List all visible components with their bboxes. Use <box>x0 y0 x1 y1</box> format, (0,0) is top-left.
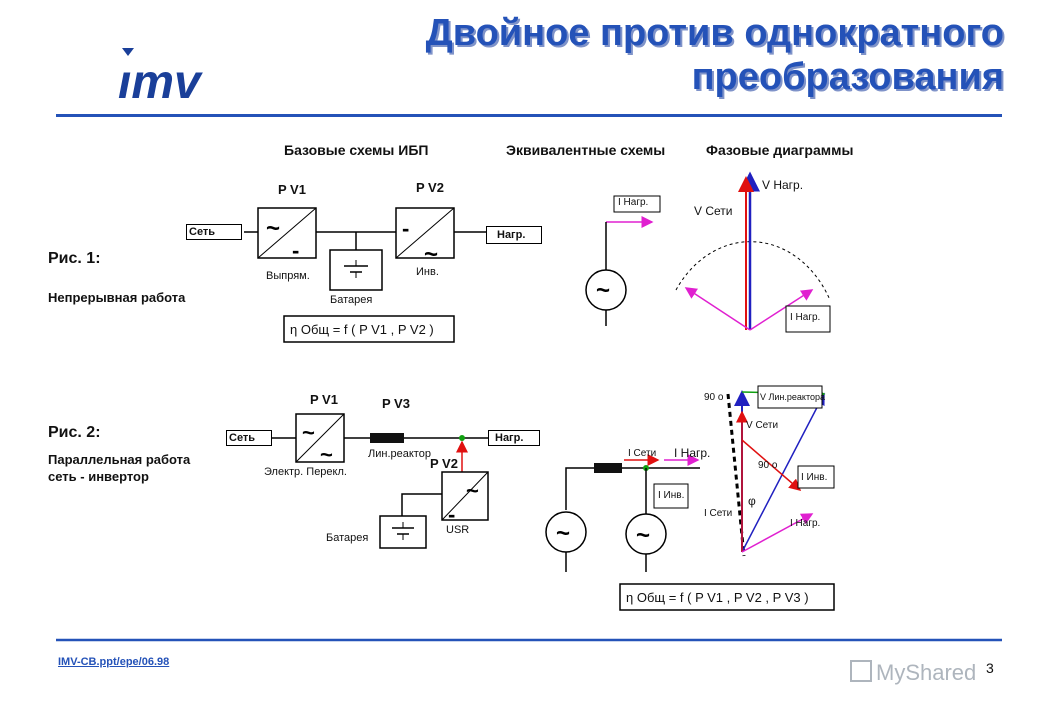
svg-text:-: - <box>402 216 409 241</box>
svg-text:~: ~ <box>320 442 333 467</box>
fig2-angle-mid: 90 o <box>758 460 778 471</box>
switch-label: Электр. Перекл. <box>264 466 347 478</box>
fig2-subtitle-line2: сеть - инвертор <box>48 469 149 484</box>
col-head-schemes: Базовые схемы ИБП <box>284 142 429 158</box>
svg-text:~: ~ <box>424 241 438 268</box>
fig1-eq-iload: I Нагр. <box>618 197 649 208</box>
svg-text:~: ~ <box>636 522 650 549</box>
fig2-vgrid-label: V Сети <box>746 420 779 431</box>
svg-text:-: - <box>292 238 299 263</box>
fig2-angle-top: 90 o <box>704 392 724 403</box>
fig2-basic-scheme: ~ ~ ~ - <box>272 413 489 549</box>
col-head-phasor: Фазовые диаграммы <box>706 142 854 158</box>
imv-logo: ımv <box>100 40 250 110</box>
fig1-load-box: Нагр. <box>486 226 542 244</box>
fig1-basic-scheme: ~ - - ~ <box>244 207 486 343</box>
fig2-eta-formula: η Общ = f ( P V1 , P V2 , P V3 ) <box>626 590 809 605</box>
fig1-subtitle: Непрерывная работа <box>48 290 186 305</box>
fig2-subtitle-line1: Параллельная работа <box>48 452 191 467</box>
fig2-pv1-label: P V1 <box>310 392 338 407</box>
fig1-vload-label: V Нагр. <box>762 178 804 192</box>
svg-text:ımv: ımv <box>118 56 203 109</box>
title-underline <box>56 114 1002 117</box>
footer-ref-link[interactable]: IMV-CB.ppt/epe/06.98 <box>58 656 170 668</box>
fig2-eq-iload: I Нагр. <box>674 446 711 460</box>
fig2-grid-box: Сеть <box>226 430 272 446</box>
fig2-battery-block <box>379 515 427 549</box>
fig2-pv3-label: P V3 <box>382 396 410 411</box>
fig1-title: Рис. 1: <box>48 250 101 267</box>
svg-text:~: ~ <box>302 420 315 445</box>
inverter-label: Инв. <box>416 266 439 278</box>
fig2-phasor-iload: I Нагр. <box>790 518 821 529</box>
svg-text:~: ~ <box>596 277 610 304</box>
svg-text:~: ~ <box>266 215 280 242</box>
fig2-phasor-iinv: I Инв. <box>801 472 828 483</box>
col-head-equivalent: Эквивалентные схемы <box>506 142 666 158</box>
slide-title-line2: преобразования <box>691 56 1004 98</box>
reactor-label: Лин.реактор <box>368 448 431 460</box>
fig1-phasor-iload: I Нагр. <box>790 312 821 323</box>
svg-text:~: ~ <box>556 520 570 547</box>
watermark-text: MyShared <box>876 660 977 685</box>
watermark-icon <box>850 660 872 682</box>
fig2-eq-iinv: I Инв. <box>658 490 685 501</box>
fig2-phasor-diagram <box>726 385 835 557</box>
line-reactor-block <box>370 433 404 443</box>
fig2-title: Рис. 2: <box>48 424 101 441</box>
fig1-battery-label: Батарея <box>330 294 373 306</box>
svg-text:-: - <box>448 502 455 527</box>
fig1-phasor-diagram <box>675 171 831 333</box>
rectifier-label: Выпрям. <box>266 270 310 282</box>
usr-label: USR <box>446 524 470 536</box>
watermark: MyShared <box>850 660 976 686</box>
fig2-load-box: Нагр. <box>488 430 540 446</box>
fig2-battery-label: Батарея <box>326 532 369 544</box>
svg-text:~: ~ <box>466 478 479 503</box>
fig1-pv2-label: P V2 <box>416 180 444 195</box>
fig2-vreactor-label: V Лин.реактора <box>760 392 825 402</box>
fig1-vgrid-label: V Сети <box>694 204 733 218</box>
fig2-phasor-igrid: I Сети <box>704 508 733 519</box>
fig2-phi-label: φ <box>748 494 756 508</box>
fig2-eta-box <box>619 583 835 611</box>
imv-logo-graphic: ımv <box>118 48 203 109</box>
fig2-eq-igrid: I Сети <box>628 448 657 459</box>
battery-block <box>329 249 383 291</box>
fig2-pv2-label: P V2 <box>430 456 458 471</box>
fig1-equivalent-circuit: ~ <box>585 195 661 326</box>
fig2-equivalent-circuit: ~ ~ <box>545 454 835 611</box>
slide-title-line1: Двойное против однократного <box>425 12 1004 54</box>
fig1-pv1-label: P V1 <box>278 182 306 197</box>
fig1-grid-box: Сеть <box>186 224 242 240</box>
fig1-eta-formula: η Общ = f ( P V1 , P V2 ) <box>290 322 434 337</box>
page-number: 3 <box>986 660 994 676</box>
fig1-eta-box <box>283 315 455 343</box>
